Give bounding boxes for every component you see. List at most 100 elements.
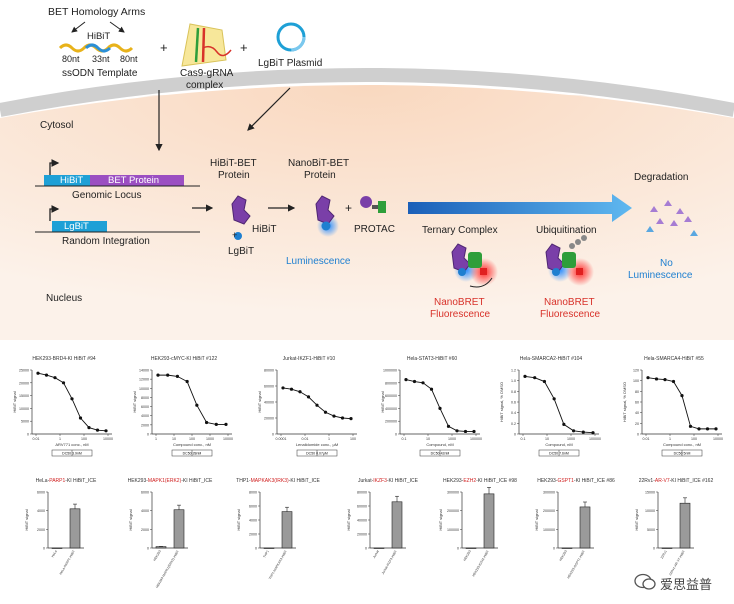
hibit-bet-label-2: Protein: [218, 170, 250, 181]
x-tick-label: 10000: [223, 437, 233, 441]
x-tick-label: 10: [426, 437, 430, 441]
y-tick-label: 40000: [264, 401, 274, 405]
bet-box-label: BET Protein: [108, 175, 160, 186]
y-axis-label: HiBiT signal: [128, 509, 133, 530]
ubiquitination-label: Ubiquitination: [536, 225, 597, 236]
y-tick-label: 1.2: [511, 369, 516, 373]
y-tick-label: 6000: [249, 505, 257, 509]
panel-title: HEK293-BRD4-KI HiBiT #94: [32, 356, 96, 362]
y-tick-label: 40: [635, 411, 639, 415]
y-tick-label: 300000: [447, 491, 459, 495]
watermark-text: 爱思益普: [660, 577, 713, 592]
panel-title: 22Rv1-AR-V7-KI HiBiT_ICE #162: [638, 478, 714, 484]
arm-mid-label: 33nt: [92, 54, 110, 64]
y-tick-label: 15000: [645, 491, 655, 495]
y-tick-label: 2000: [249, 533, 257, 537]
y-tick-label: 4000: [141, 509, 149, 513]
y-tick-label: 12000: [139, 378, 149, 382]
x-tick-label: 1000: [567, 437, 575, 441]
fit-curve: [405, 379, 474, 432]
y-tick-label: 0: [637, 433, 639, 437]
y-axis-label: HiBiT signal: [132, 391, 137, 412]
x-tick-label: 1000: [448, 437, 456, 441]
y-axis-label: HiBiT signal: [257, 391, 262, 412]
y-tick-label: 600000: [385, 394, 397, 398]
plus-sign: +: [345, 201, 353, 215]
y-tick-label: 1.0: [511, 379, 516, 383]
mechanism-diagram: +: [0, 21, 734, 340]
fit-curve: [524, 375, 594, 434]
y-tick-label: 0: [653, 547, 655, 551]
y-tick-label: 200000: [447, 509, 459, 513]
category-label: HEK293: [558, 549, 568, 561]
panel-title: HEK293-GSPT1-KI HiBiT_ICE #86: [537, 478, 615, 484]
y-tick-label: 20000: [19, 381, 29, 385]
nanobit-bet-label-1: NanoBiT-BET: [288, 158, 350, 169]
x-tick-label: 100000: [589, 437, 601, 441]
protac-label: PROTAC: [354, 224, 395, 235]
y-tick-label: 60: [635, 401, 639, 405]
bar: [173, 509, 185, 549]
y-tick-label: 0.4: [511, 411, 516, 415]
category-label: HeLa: [51, 549, 58, 558]
arm-right-label: 80nt: [120, 54, 138, 64]
hibit-bet-label-1: HiBiT-BET: [210, 158, 257, 169]
random-integration-label: Random Integration: [62, 236, 150, 247]
dc50-badge: DC50 5nM: [674, 452, 691, 456]
nanobit-bet-protein-icon: [315, 195, 339, 237]
y-axis-label: HiBiT signal, % DMSO: [499, 382, 504, 422]
y-tick-label: 0: [147, 433, 149, 437]
hibit-bet-protein-icon: +: [231, 195, 251, 240]
y-axis-label: HiBiT signal, % DMSO: [622, 382, 627, 422]
y-tick-label: 0: [514, 433, 516, 437]
hibit-box-label: HiBiT: [60, 175, 84, 186]
panel-title: THP1-MAPKAK3(IRK3)-KI HiBiT_ICE: [236, 478, 320, 484]
data-point: [646, 376, 650, 380]
panel-title: HeLa-PARP1-KI HiBiT_ICE: [35, 478, 97, 484]
y-tick-label: 20000: [264, 417, 274, 421]
bar: [155, 546, 167, 549]
bar: [281, 511, 293, 549]
x-tick-label: 10: [172, 437, 176, 441]
y-tick-label: 10000: [19, 407, 29, 411]
nanobret-label-1b: Fluorescence: [430, 309, 491, 320]
y-tick-label: 1000000: [383, 369, 397, 373]
y-axis-label: HiBiT signal: [12, 391, 17, 412]
lgbit-plasmid-label: LgBiT Plasmid: [258, 58, 323, 69]
cytosol-label: Cytosol: [40, 120, 74, 131]
x-tick-label: 1: [328, 437, 330, 441]
dc50-badge: DC50 28nM: [183, 452, 202, 456]
y-axis-label: HiBiT signal: [236, 509, 241, 530]
y-tick-label: 0: [365, 547, 367, 551]
wechat-icon: [634, 573, 656, 590]
y-tick-label: 20000: [357, 533, 367, 537]
data-point: [523, 374, 527, 378]
data-point: [349, 417, 353, 421]
y-tick-label: 0: [395, 433, 397, 437]
y-tick-label: 0: [457, 547, 459, 551]
fit-curve: [282, 387, 352, 420]
x-tick-label: 0.01: [643, 437, 650, 441]
bar: [391, 501, 403, 549]
cell-membrane: [0, 68, 734, 117]
ternary-complex-icon: [451, 243, 498, 288]
y-tick-label: 0.2: [511, 422, 516, 426]
panel-title: HEK293-MAPK1(ERK2)-KI HiBiT_ICE: [127, 478, 213, 484]
y-tick-label: 80000: [264, 369, 274, 373]
y-tick-label: 2000: [141, 528, 149, 532]
panel-title: HEK293-cMYC-KI HiBiT #122: [150, 356, 218, 362]
